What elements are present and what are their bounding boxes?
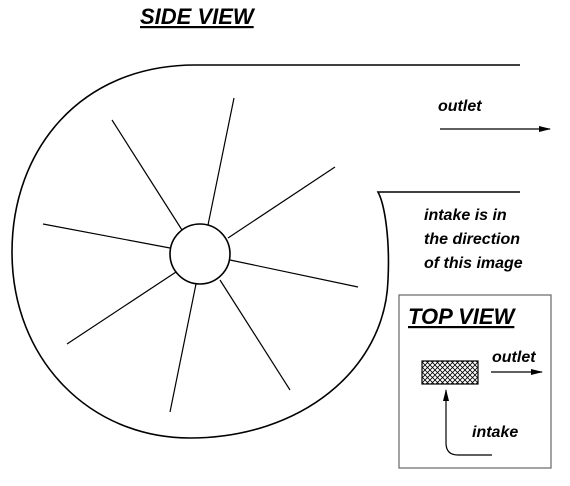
blade-1 [207,97,235,226]
side-outlet-label: outlet [438,98,482,115]
blade-8 [111,119,183,231]
side-view-title: SIDE VIEW [140,4,256,29]
top-intake-label: intake [472,424,518,441]
impeller-hub [169,223,231,285]
intake-note-line-1: intake is in [424,207,507,224]
intake-note-line-2: the direction [424,231,520,248]
intake-note-line-3: of this image [424,255,523,272]
housing-outline [11,64,520,439]
blade-3 [229,259,359,288]
blade-5 [169,283,197,413]
top-intake-arrow [443,389,492,456]
top-view-fan-body [421,360,479,385]
top-view-title: TOP VIEW [408,304,517,329]
blade-4 [219,279,291,391]
blade-6 [66,271,177,345]
impeller-blades [42,97,359,413]
blade-2 [227,166,336,239]
top-outlet-label: outlet [492,349,536,366]
blade-7 [42,223,171,249]
